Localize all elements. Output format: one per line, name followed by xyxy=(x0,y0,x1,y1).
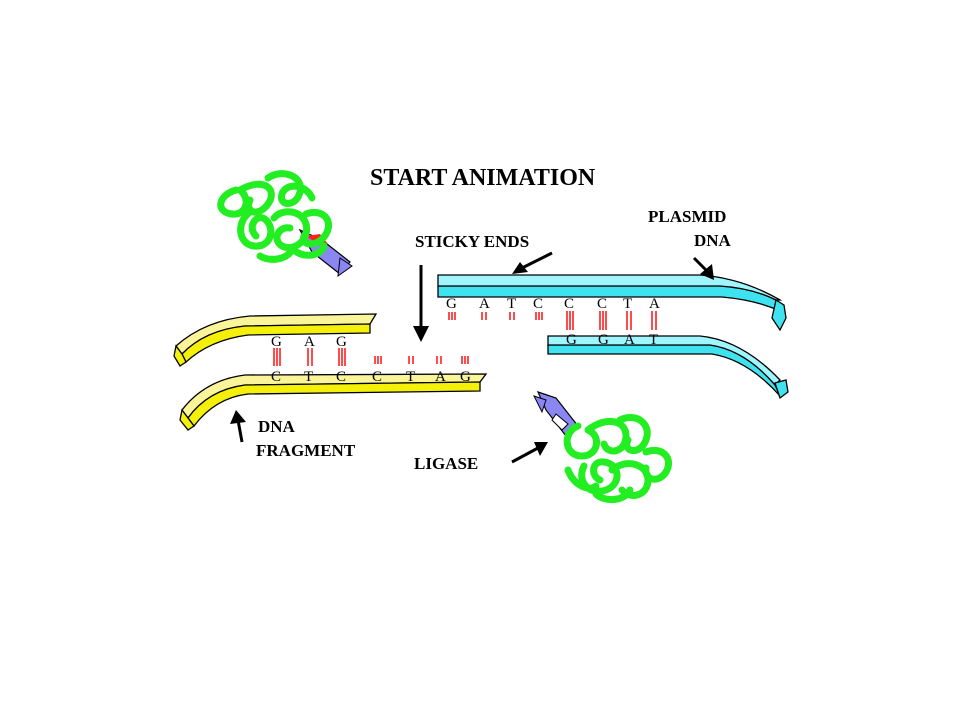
dna-fragment-arrow xyxy=(236,419,244,443)
base: A xyxy=(649,296,660,312)
base: G xyxy=(566,332,577,348)
base: G xyxy=(336,334,347,350)
base: G xyxy=(271,334,282,350)
fragment-bottom-strand xyxy=(179,373,488,431)
dna-fragment-label-line1: DNA xyxy=(258,417,296,436)
base: C xyxy=(564,296,574,312)
plasmid-bonds xyxy=(448,311,657,330)
base: C xyxy=(372,369,382,385)
plasmid-top-bases: G A T C C C T A xyxy=(446,296,660,312)
sticky-ends-label: STICKY ENDS xyxy=(415,232,529,251)
base: C xyxy=(597,296,607,312)
base: A xyxy=(435,369,446,385)
fragment-bottom-bases: C T C C T A G xyxy=(271,369,471,385)
base: C xyxy=(533,296,543,312)
plasmid-bottom-strand xyxy=(547,335,789,400)
base: A xyxy=(304,334,315,350)
base: G xyxy=(460,369,471,385)
diagram-title[interactable]: START ANIMATION xyxy=(370,165,596,191)
fragment-top-bases: G A G xyxy=(271,334,347,350)
fragment-top-strand xyxy=(173,313,378,367)
base: T xyxy=(304,369,313,385)
base: A xyxy=(624,332,635,348)
ligase-arrow xyxy=(511,446,539,464)
base: C xyxy=(336,369,346,385)
plasmid-top-strand xyxy=(437,274,787,332)
base: T xyxy=(406,369,415,385)
ligase-label: LIGASE xyxy=(414,454,478,473)
plasmid-label-line2: DNA xyxy=(694,231,732,250)
base: G xyxy=(446,296,457,312)
plasmid-bottom-bases: G G A T xyxy=(566,332,658,348)
base: T xyxy=(507,296,516,312)
sticky-ends-diagonal-arrow xyxy=(521,251,553,270)
base: A xyxy=(479,296,490,312)
dna-fragment-label-line2: FRAGMENT xyxy=(256,441,356,460)
plasmid-label-line1: PLASMID xyxy=(648,207,726,226)
base: T xyxy=(649,332,658,348)
base: T xyxy=(623,296,632,312)
ligase-enzyme-icon-top xyxy=(217,170,353,278)
ligase-enzyme-icon-bottom xyxy=(533,391,672,503)
fragment-bonds xyxy=(273,348,469,366)
base: G xyxy=(598,332,609,348)
base: C xyxy=(271,369,281,385)
arrows xyxy=(230,251,714,464)
